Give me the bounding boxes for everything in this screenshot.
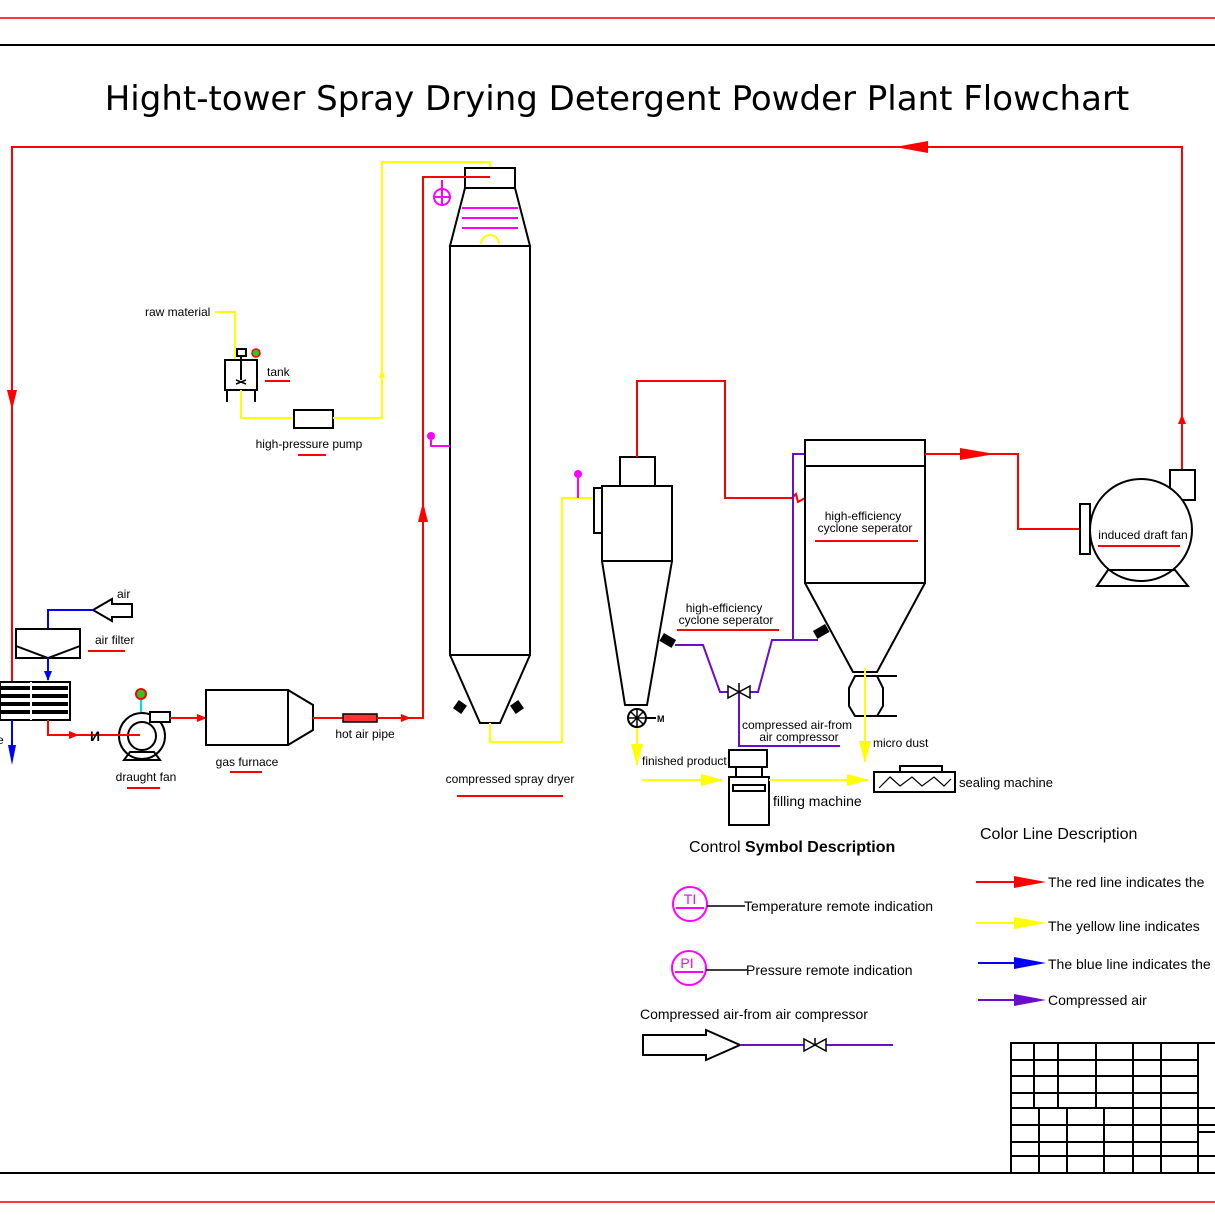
cyclone-separator-1: M bbox=[593, 456, 677, 728]
color-legend-title: Color Line Description bbox=[980, 826, 1137, 843]
svg-text:The blue line indicates the: The blue line indicates the bbox=[1048, 956, 1211, 972]
finished-product-label: finished product bbox=[642, 754, 727, 768]
sealing-machine-label: sealing machine bbox=[959, 775, 1053, 790]
tank bbox=[224, 348, 261, 402]
filling-machine bbox=[728, 749, 770, 826]
check-valve-icon: И bbox=[90, 728, 100, 744]
svg-text:The red line indicates the: The red line indicates the bbox=[1048, 874, 1205, 890]
control-legend-title: Control Symbol Description bbox=[689, 839, 895, 856]
cyclone-1-label-line2: cyclone seperator bbox=[679, 613, 774, 627]
micro-dust-label: micro dust bbox=[873, 736, 929, 750]
spray-drying-tower bbox=[423, 167, 532, 724]
air-filter bbox=[15, 628, 81, 660]
hot-air-return-loop bbox=[7, 141, 1186, 760]
high-pressure-pump bbox=[293, 409, 334, 429]
cyclone-1-label-line1: high-efficiency bbox=[686, 601, 763, 615]
tank-label: tank bbox=[267, 365, 291, 379]
temperature-legend-label: Temperature remote indication bbox=[744, 898, 933, 914]
drawing-frame bbox=[0, 17, 1215, 1203]
gas-furnace-label: gas furnace bbox=[216, 755, 279, 769]
legend-item-blue: The blue line indicates the bbox=[978, 956, 1211, 972]
motor-label: M bbox=[657, 714, 665, 724]
hot-air-pipe-label: hot air pipe bbox=[335, 727, 395, 741]
pressure-legend-label: Pressure remote indication bbox=[746, 962, 913, 978]
title-block-table bbox=[1010, 1042, 1215, 1174]
legend-item-purple: Compressed air bbox=[978, 992, 1147, 1008]
filling-machine-label: filling machine bbox=[773, 793, 862, 809]
cyclone-2-label-line1: high-efficiency bbox=[825, 509, 902, 523]
heater-label: e bbox=[0, 733, 4, 747]
heat-exchanger bbox=[0, 681, 71, 765]
legend-item-red: The red line indicates the bbox=[976, 874, 1205, 890]
gas-furnace bbox=[205, 689, 314, 746]
air-inlet-arrow-icon bbox=[91, 597, 133, 623]
valve-icon bbox=[727, 683, 751, 700]
air-label: air bbox=[117, 587, 130, 601]
compressed-air-label-line2: air compressor bbox=[759, 730, 838, 744]
pressure-indicator-icon bbox=[671, 950, 707, 986]
cyclone-separator-2 bbox=[804, 439, 926, 717]
legend-item-yellow: The yellow line indicates bbox=[976, 917, 1200, 934]
induced-draft-fan-label: induced draft fan bbox=[1098, 528, 1187, 542]
compressed-air-arrow-icon bbox=[642, 1028, 743, 1062]
page-title: Hight-tower Spray Drying Detergent Powde… bbox=[105, 79, 1130, 119]
svg-text:The yellow line indicates: The yellow line indicates bbox=[1048, 918, 1200, 934]
cyclone-2-label-line2: cyclone seperator bbox=[818, 521, 913, 535]
compressed-air-legend-label: Compressed air-from air compressor bbox=[640, 1006, 868, 1022]
hot-air-pipe bbox=[342, 713, 378, 723]
control-symbol-legend: Control Symbol Description TI Temperatur… bbox=[640, 839, 933, 1062]
spray-dryer-label: compressed spray dryer bbox=[446, 772, 575, 786]
induced-draft-fan bbox=[1079, 469, 1196, 587]
svg-text:TI: TI bbox=[684, 891, 696, 907]
pressure-gauge-icon bbox=[135, 688, 147, 700]
color-line-legend: Color Line Description The red line indi… bbox=[976, 826, 1211, 1008]
svg-text:PI: PI bbox=[680, 955, 693, 971]
temperature-indicator-icon bbox=[672, 886, 708, 922]
air-filter-label: air filter bbox=[95, 633, 134, 647]
draught-fan bbox=[118, 688, 171, 761]
sealing-machine bbox=[873, 765, 956, 793]
raw-material-label: raw material bbox=[145, 305, 210, 319]
svg-text:Compressed air: Compressed air bbox=[1048, 992, 1147, 1008]
draught-fan-label: draught fan bbox=[116, 770, 177, 784]
compressed-air-label-line1: compressed air-from bbox=[742, 718, 852, 732]
pump-label: high-pressure pump bbox=[256, 437, 363, 451]
